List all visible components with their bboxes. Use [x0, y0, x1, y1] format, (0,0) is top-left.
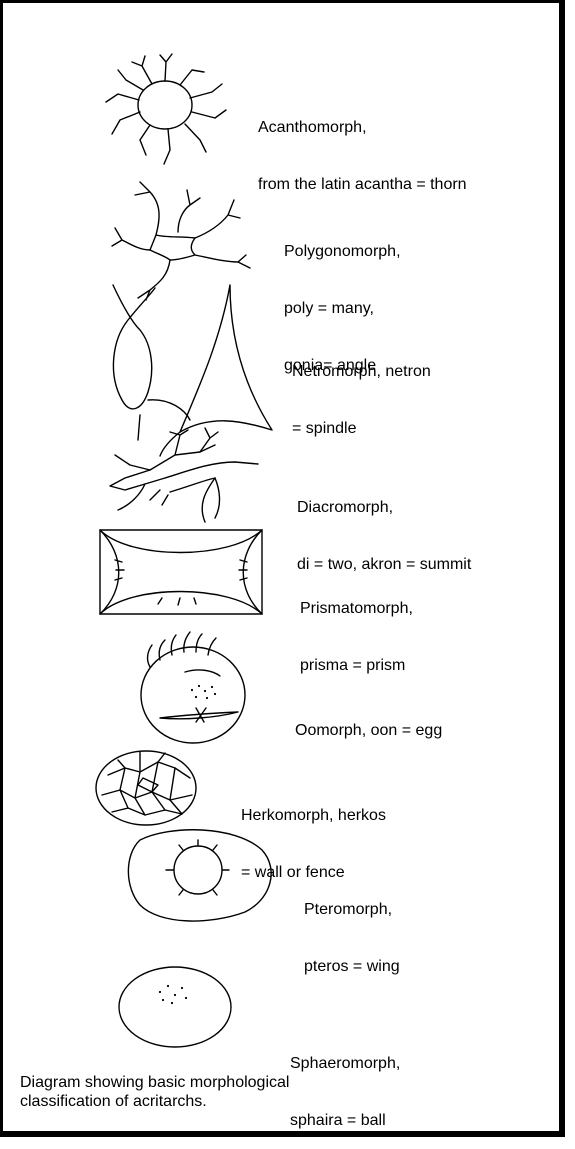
diacromorph-drawing: [110, 428, 258, 522]
label-line-2: prisma = prism: [300, 656, 413, 675]
netromorph-label: Netromorph, netron = spindle: [292, 324, 431, 457]
oomorph-drawing: [141, 632, 245, 743]
caption-line-2: classification of acritarchs.: [20, 1092, 289, 1111]
label-line-1: Prismatomorph,: [300, 599, 413, 618]
label-line-1: Sphaeromorph,: [290, 1054, 400, 1073]
label-line-2: poly = many,: [284, 299, 401, 318]
label-line-2: = spindle: [292, 419, 431, 438]
sphaeromorph-label: Sphaeromorph, sphaira = ball: [290, 1016, 400, 1149]
sphaeromorph-drawing: [119, 967, 231, 1047]
herkomorph-drawing: [96, 751, 196, 825]
label-line-1: Netromorph, netron: [292, 362, 431, 381]
acanthomorph-drawing: [106, 54, 226, 164]
prismatomorph-label: Prismatomorph, prisma = prism: [300, 561, 413, 694]
label-line-2: pteros = wing: [304, 957, 400, 976]
label-line-1: Diacromorph,: [297, 498, 471, 517]
netromorph-drawing: [113, 285, 272, 456]
caption-line-1: Diagram showing basic morphological: [20, 1073, 289, 1092]
label-line-1: Polygonomorph,: [284, 242, 401, 261]
prismatomorph-drawing: [100, 530, 262, 614]
label-line-2: from the latin acantha = thorn: [258, 175, 467, 194]
oomorph-label: Oomorph, oon = egg: [295, 683, 442, 759]
label-line-2: sphaira = ball: [290, 1111, 400, 1130]
label-line-1: Oomorph, oon = egg: [295, 721, 442, 740]
pteromorph-label: Pteromorph, pteros = wing: [304, 862, 400, 995]
label-line-1: Acanthomorph,: [258, 118, 467, 137]
label-line-1: Herkomorph, herkos: [241, 806, 386, 825]
acanthomorph-label: Acanthomorph, from the latin acantha = t…: [258, 80, 467, 213]
polygonomorph-drawing: [112, 182, 250, 300]
figure-caption: Diagram showing basic morphological clas…: [20, 1073, 289, 1111]
label-line-1: Pteromorph,: [304, 900, 400, 919]
